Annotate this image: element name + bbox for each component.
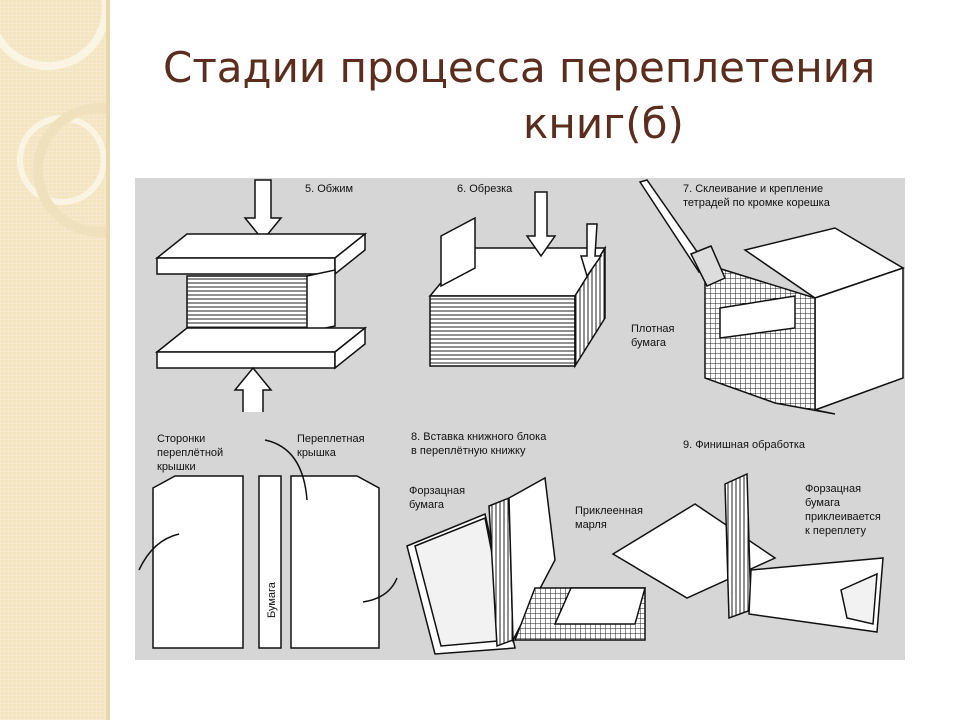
- cover-note-c: Бумага: [266, 581, 278, 618]
- cover-note-b-line-1: Переплетная: [297, 433, 365, 445]
- step-8-note-a-line-2: бумага: [409, 499, 445, 511]
- step-7-note-line-2: бумага: [631, 337, 667, 349]
- cover-note-a-line-1: Сторонки: [157, 433, 205, 445]
- step-9-note-line-3: приклеивается: [805, 511, 881, 523]
- cover-note-b-line-2: крышка: [297, 447, 337, 459]
- step-9-caption: 9. Финишная обработка: [683, 439, 806, 451]
- slide-title-line-1: Стадии процесса переплетения: [163, 43, 876, 92]
- step-9-finishing: 9. Финишная обработка Форзацная бумага п…: [611, 439, 884, 633]
- binding-stages-figure: 5. Обжим 6. Обрезка 7. Склеивание и креп…: [135, 178, 905, 660]
- slide-title: Стадии процесса переплетения книг(б): [130, 40, 940, 152]
- step-7-gluing: 7. Склеивание и крепление тетрадей по кр…: [631, 179, 905, 415]
- step-6-trimming: 6. Обрезка: [428, 183, 607, 369]
- step-7-note-line-1: Плотная: [631, 323, 675, 335]
- step-8-caption-line-2: в переплётную книжку: [411, 445, 526, 457]
- cover-note-a-line-3: крышки: [157, 461, 196, 473]
- slide-title-line-2: книг(б): [523, 99, 684, 148]
- step-8-caption-line-1: 8. Вставка книжного блока: [411, 431, 547, 443]
- step-6-caption: 6. Обрезка: [457, 183, 513, 195]
- step-9-note-line-1: Форзацная: [805, 483, 861, 495]
- binding-stages-drawing: 5. Обжим 6. Обрезка 7. Склеивание и креп…: [138, 179, 905, 655]
- step-8-note-b-line-2: марля: [575, 519, 607, 531]
- step-8-note-a-line-1: Форзацная: [409, 485, 465, 497]
- step-9-note-line-2: бумага: [805, 497, 841, 509]
- step-8-note-b-line-1: Приклеенная: [575, 505, 643, 517]
- step-cover-parts: Сторонки переплётной крышки Переплетная …: [138, 433, 398, 649]
- step-9-note-line-4: к переплету: [805, 525, 866, 537]
- step-5-caption: 5. Обжим: [305, 183, 353, 195]
- step-7-caption-line-1: 7. Склеивание и крепление: [683, 183, 823, 195]
- strip-edge: [106, 0, 110, 720]
- step-7-caption-line-2: тетрадей по кромке корешка: [683, 197, 831, 209]
- decorative-rings: [0, 0, 106, 237]
- step-5-pressing: 5. Обжим: [154, 179, 368, 412]
- cover-note-a-line-2: переплётной: [157, 447, 223, 459]
- decorative-side-strip: [0, 0, 106, 720]
- step-8-casing-in: 8. Вставка книжного блока в переплётную …: [406, 431, 646, 655]
